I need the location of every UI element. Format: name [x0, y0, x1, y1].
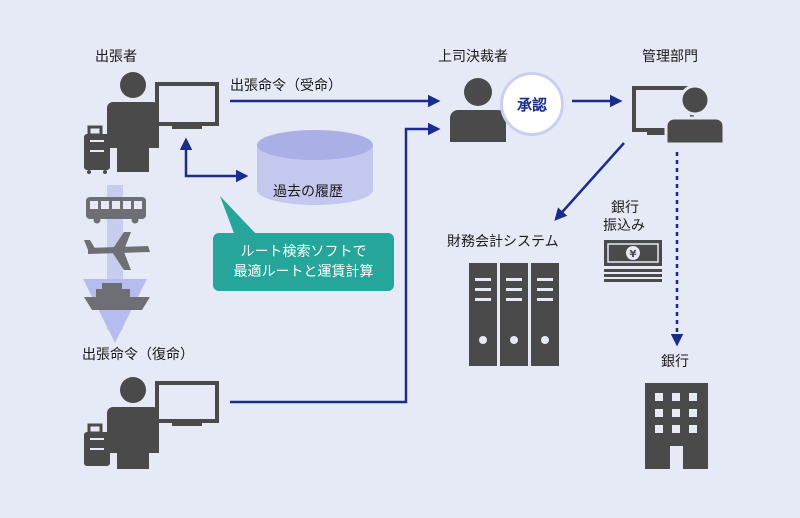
callout-line-2: 最適ルートと運賃計算	[233, 264, 374, 280]
travel-order-return-label: 出張命令（復命）	[82, 347, 194, 363]
bank-label: 銀行	[661, 354, 689, 370]
monitor-return-icon	[155, 381, 219, 426]
bank-transfer-label-2: 振込み	[603, 218, 645, 234]
ship-icon	[84, 283, 150, 310]
money-icon	[604, 240, 662, 282]
approver-person-icon	[450, 78, 506, 142]
approval-badge: 承認	[500, 72, 564, 136]
monitor-icon	[155, 82, 219, 129]
building-icon	[645, 383, 708, 469]
airplane-icon	[84, 232, 150, 270]
approver-label: 上司決裁者	[438, 49, 508, 65]
suitcase-icon	[84, 125, 110, 174]
server-icon	[469, 263, 559, 366]
suitcase-return-icon	[84, 423, 110, 466]
route-search-callout: ルート検索ソフトで 最適ルートと運賃計算	[213, 233, 394, 291]
database-icon	[257, 130, 373, 205]
travel-order-received-label: 出張命令（受命）	[230, 78, 342, 94]
traveler-label: 出張者	[95, 49, 137, 65]
traveler-return-person-icon	[107, 377, 159, 469]
traveler-person-icon	[107, 72, 159, 172]
accounting-system-label: 財務会計システム	[447, 234, 559, 250]
bank-transfer-label-1: 銀行	[611, 200, 639, 216]
callout-line-1: ルート検索ソフトで	[240, 244, 367, 260]
history-label: 過去の履歴	[273, 184, 343, 200]
arrow-return-to-approver	[230, 122, 441, 404]
management-person-icon	[664, 84, 726, 146]
arrow-monitor-history	[179, 137, 249, 183]
management-dept-label: 管理部門	[642, 49, 698, 65]
bus-icon	[86, 197, 146, 224]
callout-pointer	[220, 196, 258, 236]
yen-symbol: ¥	[630, 249, 637, 260]
arrow-management-to-accounting	[554, 142, 625, 221]
